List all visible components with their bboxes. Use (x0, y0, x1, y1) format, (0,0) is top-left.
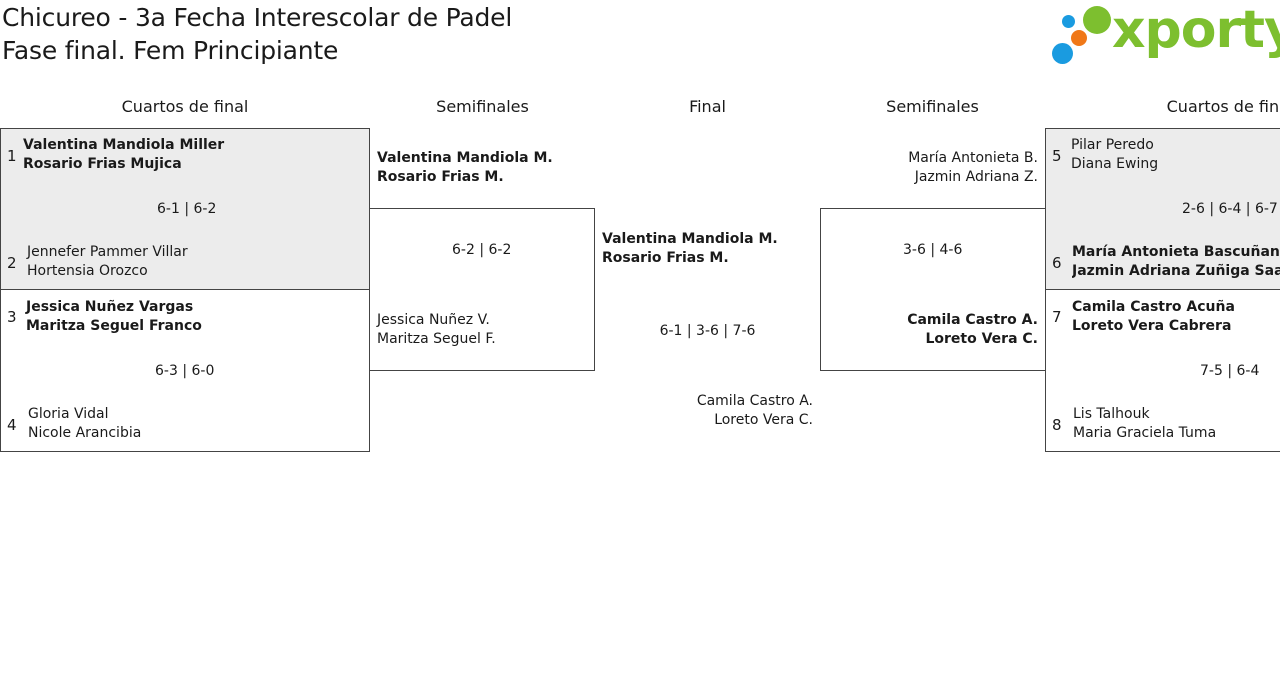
player-name: Camila Castro Acuña (1072, 299, 1235, 315)
seed-number: 2 (7, 254, 17, 272)
player-name: Valentina Mandiola M. (377, 150, 553, 166)
team-names[interactable]: Pilar Peredo Diana Ewing (1071, 136, 1158, 174)
match-right-quarter-1[interactable] (1045, 128, 1280, 290)
team-names[interactable]: Lis Talhouk Maria Graciela Tuma (1073, 405, 1216, 443)
match-score: 6-3 | 6-0 (155, 363, 215, 379)
team-names-winner[interactable]: Valentina Mandiola M. Rosario Frias M. (377, 149, 553, 187)
round-heading-left-quarters: Cuartos de final (121, 97, 249, 116)
seed-number: 3 (7, 308, 17, 326)
player-name: Valentina Mandiola Miller (23, 137, 225, 153)
match-score: 6-2 | 6-2 (452, 242, 512, 258)
team-names[interactable]: Jennefer Pammer Villar Hortensia Orozco (27, 243, 188, 281)
match-left-semi[interactable] (369, 208, 595, 371)
player-name: Diana Ewing (1071, 156, 1159, 172)
match-score: 7-5 | 6-4 (1200, 363, 1260, 379)
player-name: Loreto Vera C. (714, 412, 813, 428)
player-name: Jazmin Adriana Zuñiga Saav (1072, 263, 1280, 279)
round-heading-right-semis: Semifinales (886, 97, 979, 116)
seed-number: 7 (1052, 308, 1062, 326)
player-name: Pilar Peredo (1071, 137, 1154, 153)
player-name: Jennefer Pammer Villar (27, 244, 188, 260)
match-right-quarter-2[interactable] (1045, 289, 1280, 452)
player-name: Loreto Vera C. (925, 331, 1038, 347)
team-names-winner[interactable]: Camila Castro A. Loreto Vera C. (825, 311, 1038, 349)
player-name: Maria Graciela Tuma (1073, 425, 1217, 441)
player-name: Rosario Frias M. (377, 169, 504, 185)
seed-number: 5 (1052, 147, 1062, 165)
round-heading-left-semis: Semifinales (436, 97, 529, 116)
player-name: Jessica Nuñez Vargas (26, 299, 194, 315)
player-name: Jazmin Adriana Z. (914, 169, 1038, 185)
round-heading-right-quarters: Cuartos de final (1166, 97, 1280, 116)
team-names[interactable]: Camila Castro A. Loreto Vera C. (600, 392, 813, 430)
player-name: Loreto Vera Cabrera (1072, 318, 1232, 334)
player-name: Camila Castro A. (696, 393, 813, 409)
player-name: María Antonieta Bascuñan D (1072, 244, 1280, 260)
seed-number: 8 (1052, 416, 1062, 434)
team-names-winner[interactable]: Camila Castro Acuña Loreto Vera Cabrera (1072, 298, 1235, 336)
player-name: Gloria Vidal (28, 406, 109, 422)
logo-dot-green-icon (1083, 6, 1111, 34)
team-names[interactable]: María Antonieta B. Jazmin Adriana Z. (825, 149, 1038, 187)
player-name: Maritza Seguel F. (377, 331, 496, 347)
seed-number: 4 (7, 416, 17, 434)
player-name: Rosario Frias Mujica (23, 156, 182, 172)
seed-number: 6 (1052, 254, 1062, 272)
player-name: María Antonieta B. (908, 150, 1038, 166)
logo-dot-blue-small-icon (1062, 15, 1075, 28)
logo-dot-orange-icon (1071, 30, 1087, 46)
player-name: Nicole Arancibia (28, 425, 142, 441)
logo-wordmark: xporty (1112, 0, 1280, 60)
player-name: Lis Talhouk (1073, 406, 1150, 422)
match-left-quarter-1[interactable] (0, 128, 370, 290)
team-names-winner[interactable]: María Antonieta Bascuñan D Jazmin Adrian… (1072, 243, 1280, 281)
xporty-logo[interactable]: xporty (1050, 0, 1280, 68)
round-heading-final: Final (689, 97, 726, 116)
team-names-champion[interactable]: Valentina Mandiola M. Rosario Frias M. (602, 230, 778, 268)
player-name: Jessica Nuñez V. (377, 312, 490, 328)
logo-dot-blue-large-icon (1052, 43, 1073, 64)
page-title: Chicureo - 3a Fecha Interescolar de Pade… (2, 3, 513, 32)
match-score: 3-6 | 4-6 (903, 242, 963, 258)
match-score: 6-1 | 6-2 (157, 201, 217, 217)
team-names-winner[interactable]: Valentina Mandiola Miller Rosario Frias … (23, 136, 224, 174)
match-score: 6-1 | 3-6 | 7-6 (659, 323, 756, 339)
team-names-winner[interactable]: Jessica Nuñez Vargas Maritza Seguel Fran… (26, 298, 202, 336)
match-score: 2-6 | 6-4 | 6-7 (1182, 201, 1278, 217)
player-name: Hortensia Orozco (27, 263, 148, 279)
player-name: Maritza Seguel Franco (26, 318, 202, 334)
seed-number: 1 (7, 147, 17, 165)
team-names[interactable]: Gloria Vidal Nicole Arancibia (28, 405, 141, 443)
player-name: Rosario Frias M. (602, 250, 729, 266)
team-names[interactable]: Jessica Nuñez V. Maritza Seguel F. (377, 311, 496, 349)
player-name: Valentina Mandiola M. (602, 231, 778, 247)
player-name: Camila Castro A. (907, 312, 1038, 328)
page-subtitle: Fase final. Fem Principiante (2, 36, 339, 65)
